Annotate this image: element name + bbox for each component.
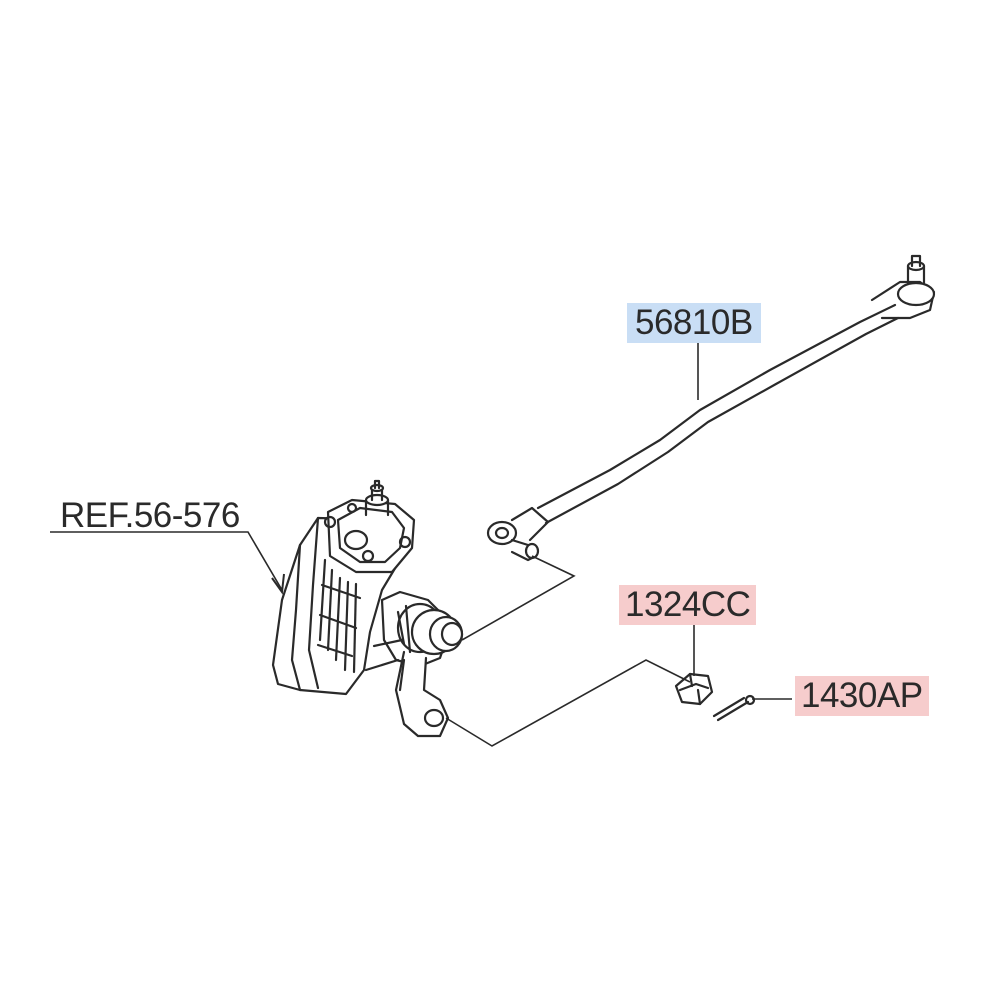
cotter-pin <box>712 694 756 722</box>
steering-gear-box <box>271 479 464 738</box>
part-label-56810b[interactable]: 56810B <box>627 303 761 343</box>
castle-nut <box>674 672 714 706</box>
assembly-line-upper <box>461 555 576 641</box>
ref-label[interactable]: REF.56-576 <box>60 496 240 535</box>
part-label-1430ap[interactable]: 1430AP <box>795 676 929 716</box>
assembly-line-lower <box>445 659 691 747</box>
drag-link <box>486 254 936 562</box>
part-label-1324cc[interactable]: 1324CC <box>619 585 757 625</box>
leader-line-ref <box>50 531 285 595</box>
